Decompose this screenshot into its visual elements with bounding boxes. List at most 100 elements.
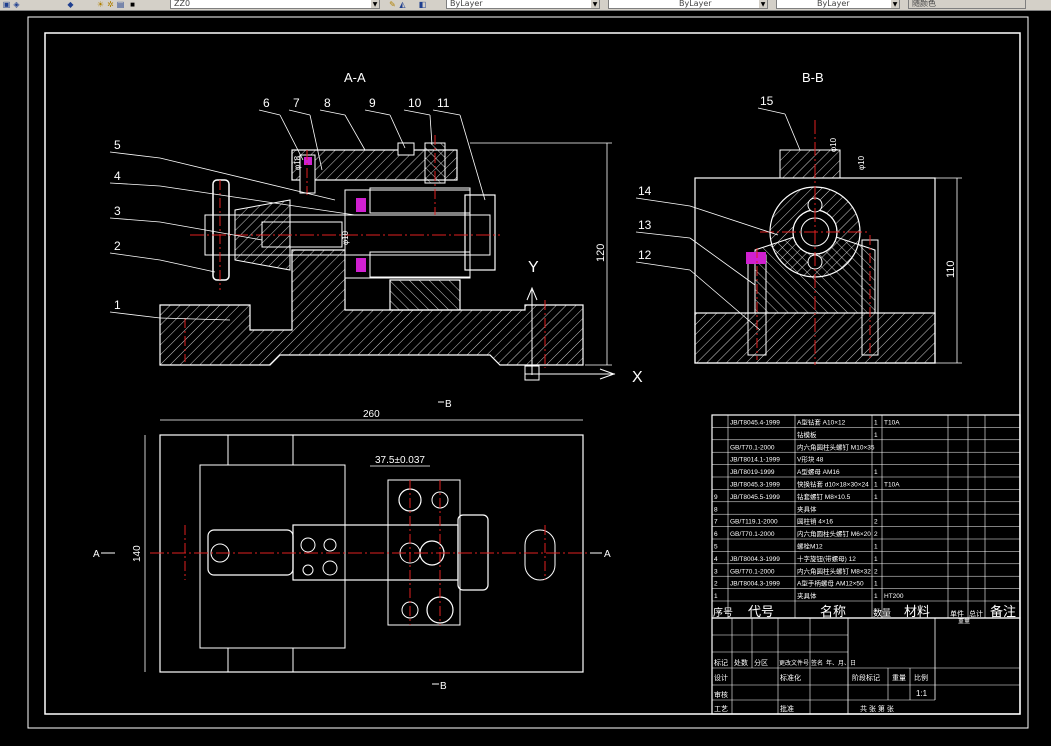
bush-screw-9 [397, 142, 415, 156]
balloon-leader [159, 157, 336, 201]
screw-head-marker [304, 157, 312, 165]
balloon-shoulder [432, 109, 461, 116]
bom-cell: 2 [874, 568, 878, 575]
bom-header-cell: 代号 [748, 604, 774, 619]
match-layer-icon[interactable]: ◭ [399, 0, 406, 9]
color-combo-value: ByLayer [450, 0, 483, 8]
plan-hole-7 [300, 537, 316, 553]
tb-review: 审核 [714, 690, 728, 699]
balloon-label: 9 [369, 96, 376, 110]
bom-header-cell: 序号 [713, 606, 733, 619]
bom-cell: GB/T70.1-2000 [730, 444, 775, 451]
light-bulb-icon[interactable]: ☀ [96, 0, 105, 9]
title-frame [711, 617, 1021, 715]
lineweight-combo-value: ByLayer [817, 0, 850, 8]
bom-cell: GB/T70.1-2000 [730, 568, 775, 575]
balloon-shoulder [364, 109, 391, 116]
section-mark-b-top: B [445, 399, 452, 410]
balloon-label: 2 [114, 239, 121, 253]
bom-cell: GB/T119.1-2000 [730, 519, 778, 526]
balloon-label: 1 [114, 298, 121, 312]
lineweight-combo[interactable]: ByLayer ▼ [776, 0, 900, 9]
ucs-x-arrow [599, 368, 616, 380]
bom-cell: GB/T70.1-2000 [730, 531, 775, 538]
balloon-leader [689, 269, 761, 331]
bom-cell: T10A [884, 420, 900, 427]
bom-cell: 6 [714, 531, 718, 538]
balloon-leader [279, 114, 304, 161]
tb-scale-value: 1:1 [916, 689, 928, 698]
bom-cell: 2 [874, 519, 878, 526]
layer-state-icon[interactable]: ◈ [13, 0, 20, 9]
layer-previous-icon[interactable]: ◧ [418, 0, 427, 9]
ucs-y-label: Y [528, 259, 539, 276]
tb-sheets: 共 张 第 张 [860, 704, 894, 713]
bom-cell: 钻模板 [797, 430, 817, 439]
marker-top [356, 198, 366, 212]
bom-cell: JB/T8045.3-1999 [730, 482, 780, 489]
balloon-label: 8 [324, 96, 331, 110]
layer-properties-icon[interactable]: ◆ [67, 0, 74, 9]
clamp-body [159, 249, 584, 366]
toolbar: ▣ ◈ ◆ ☀ ✲ ▤ ■ ZZ0 ▼ ✎ ◭ ◧ ByLayer ▼ ByLa… [0, 0, 1051, 11]
balloon-shoulder [109, 217, 161, 223]
tb-scale: 比例 [914, 673, 928, 682]
bom-cell: 快换钻套 d10×18×30×24 [797, 480, 869, 489]
balloon-leader [309, 114, 323, 171]
balloon-leader [429, 114, 433, 146]
bom-cell: HT200 [884, 593, 904, 600]
plan-view: 260 140 37.5±0.037 A A B B [93, 399, 611, 692]
section-label-bb: B-B [802, 70, 824, 85]
balloon-label: 6 [263, 96, 270, 110]
chevron-down-icon[interactable]: ▼ [591, 0, 599, 8]
drawing-canvas[interactable]: A-A 120 φ18 φ [0, 11, 1051, 741]
balloon-label: 14 [638, 184, 652, 198]
plan-hole-10 [322, 560, 338, 576]
tb-process: 工艺 [714, 705, 728, 713]
color-square-icon[interactable]: ■ [130, 0, 135, 9]
balloon-shoulder [403, 109, 431, 116]
bom-header-cell: 总计 [969, 609, 983, 618]
bom-cell: 夹具体 [797, 504, 817, 513]
chevron-down-icon[interactable]: ▼ [891, 0, 899, 8]
layers-icon[interactable]: ▣ [2, 0, 11, 9]
dim-height-bb: 110 [945, 260, 957, 278]
bom-cell: T10A [884, 482, 900, 489]
section-view-aa: A-A 120 φ18 φ [159, 70, 643, 386]
balloon-label: 4 [114, 169, 121, 183]
lock-icon[interactable]: ▤ [116, 0, 125, 9]
handle-wheel [212, 179, 230, 281]
bom-cell: 8 [714, 506, 718, 513]
balloon-leader [159, 259, 216, 273]
bom-header-cell: 单件 [950, 609, 964, 618]
plotstyle-combo[interactable]: 随颜色 [908, 0, 1026, 9]
bom-cell: 十字旋钮(带螺母) 12 [797, 554, 856, 563]
bom-cell: 1 [874, 432, 878, 439]
chevron-down-icon[interactable]: ▼ [759, 0, 767, 8]
bom-cell: V形块 48 [797, 455, 824, 464]
linetype-combo[interactable]: ByLayer ▼ [608, 0, 768, 9]
bom-cell: A型手柄螺母 AM12×50 [797, 579, 864, 588]
make-current-icon[interactable]: ✎ [389, 0, 396, 9]
balloon-leader [459, 114, 486, 201]
nut [464, 194, 496, 271]
bom-cell: 1 [874, 593, 878, 600]
bom-cell: 1 [874, 544, 878, 551]
bb-drill-plate [779, 149, 841, 179]
ucs-x-label: X [632, 369, 643, 386]
balloon-shoulder [109, 151, 161, 159]
layer-combo[interactable]: ZZ0 ▼ [170, 0, 380, 9]
workpiece-lower [369, 251, 471, 278]
dim-fit-aa: φ18 [293, 155, 302, 170]
bb-screw-head [746, 252, 766, 264]
tb-signature: 签名 [811, 659, 823, 667]
bom-cell: JB/T8004.3-1999 [730, 581, 780, 588]
chevron-down-icon[interactable]: ▼ [371, 0, 379, 8]
balloon-shoulder [635, 231, 691, 239]
tb-stage: 阶段标记 [852, 673, 880, 682]
freeze-icon[interactable]: ✲ [107, 0, 114, 9]
color-combo[interactable]: ByLayer ▼ [446, 0, 600, 9]
bom-cell: 1 [874, 556, 878, 563]
